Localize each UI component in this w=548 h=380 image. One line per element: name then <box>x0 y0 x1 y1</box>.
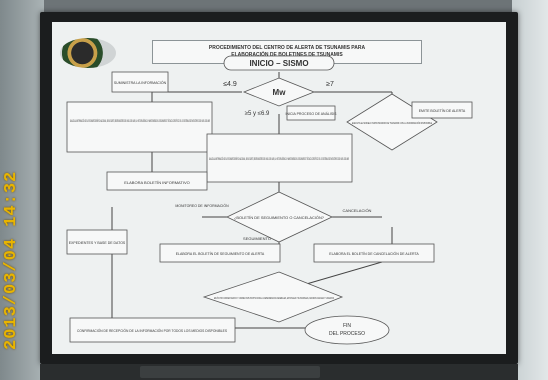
follow-label: SEGUIMIENTO <box>243 236 271 241</box>
title-line-2: ELABORACIÓN DE BOLETINES DE TSUNAMIS <box>231 52 343 58</box>
mw-low-label: ≤4.9 <box>223 81 237 88</box>
confirm-label: CONFIRMACIÓN DE RECEPCIÓN DE LA INFORMAC… <box>77 328 227 333</box>
expedients-box <box>66 229 128 255</box>
end-box <box>304 315 390 345</box>
send-label: ENVÍO POR CORREO MASIVO Y CORREO SMS INS… <box>214 296 334 300</box>
analyze-label-2: ANALIZA LA INFORMACIÓN DE LA RED MAREOGR… <box>209 156 349 161</box>
photo-timestamp: 2013/03/04 14:32 <box>2 170 21 350</box>
follow-bulletin-box <box>159 243 281 263</box>
flowchart-diagram: INICIO – SISMO Mw ≤4.9 ≥7 ≥5 y ≤6.9 SUMI… <box>66 55 473 345</box>
mw-diamond <box>242 77 316 107</box>
start-analysis-label: INICIA PROCESO DE ANÁLISIS <box>286 112 338 116</box>
left-wall <box>0 0 44 380</box>
confirm-box <box>69 317 236 343</box>
cancel-bulletin-box <box>313 243 435 263</box>
send-box <box>202 271 344 323</box>
cancel-label: CANCELACIÓN <box>343 208 372 213</box>
right-wall <box>512 0 548 380</box>
emit-alert-label: EMITE BOLETÍN DE ALERTA <box>419 109 466 113</box>
analyze-label-1: ANALIZA LA INFORMACIÓN DE LA RED MAREOGR… <box>70 118 210 123</box>
end-label-2: DEL PROCESO <box>329 331 365 337</box>
monitor-info-label: MONITOREO DE INFORMACIÓN <box>175 203 229 208</box>
mw-label: Mw <box>273 88 287 97</box>
decision-label: ¿BOLETÍN DE SEGUIMIENTO O CANCELACIÓN? <box>234 215 324 220</box>
info-bulletin-label: ELABORA BOLETÍN INFORMATIVO <box>124 180 190 185</box>
end-label-1: FIN <box>343 323 351 329</box>
decision-diamond <box>226 191 333 243</box>
start-box <box>223 55 335 71</box>
start-label: INICIO – SISMO <box>249 59 308 68</box>
mw-mid-label: ≥5 y ≤6.9 <box>245 111 270 117</box>
execute-model-label: EJECUTA EL MODELO SINTETIZADOR DE TSUNAM… <box>352 120 432 125</box>
wall-device <box>140 366 320 378</box>
start-analysis-box <box>286 105 336 121</box>
notify-label: SUMINISTRA LA INFORMACIÓN <box>114 80 167 85</box>
ceiling <box>0 0 548 14</box>
analyze-box-1 <box>66 101 213 153</box>
expedients-label: EXPEDIENTES Y BASE DE DATOS <box>69 241 126 245</box>
emit-alert-box <box>411 101 473 119</box>
follow-bulletin-label: ELABORA EL BOLETÍN DE SEGUIMIENTO DE ALE… <box>176 252 265 256</box>
title-line-1: PROCEDIMIENTO DEL CENTRO DE ALERTA DE TS… <box>208 45 366 51</box>
cancel-bulletin-label: ELABORA EL BOLETÍN DE CANCELACIÓN DE ALE… <box>329 251 419 256</box>
flowchart-poster: PROCEDIMIENTO DEL CENTRO DE ALERTA DE TS… <box>52 22 506 354</box>
mw-high-label: ≥7 <box>326 81 334 88</box>
navy-logo <box>60 38 116 68</box>
notify-box <box>111 71 169 93</box>
info-bulletin-box <box>106 171 208 191</box>
analyze-box-2 <box>206 133 353 183</box>
